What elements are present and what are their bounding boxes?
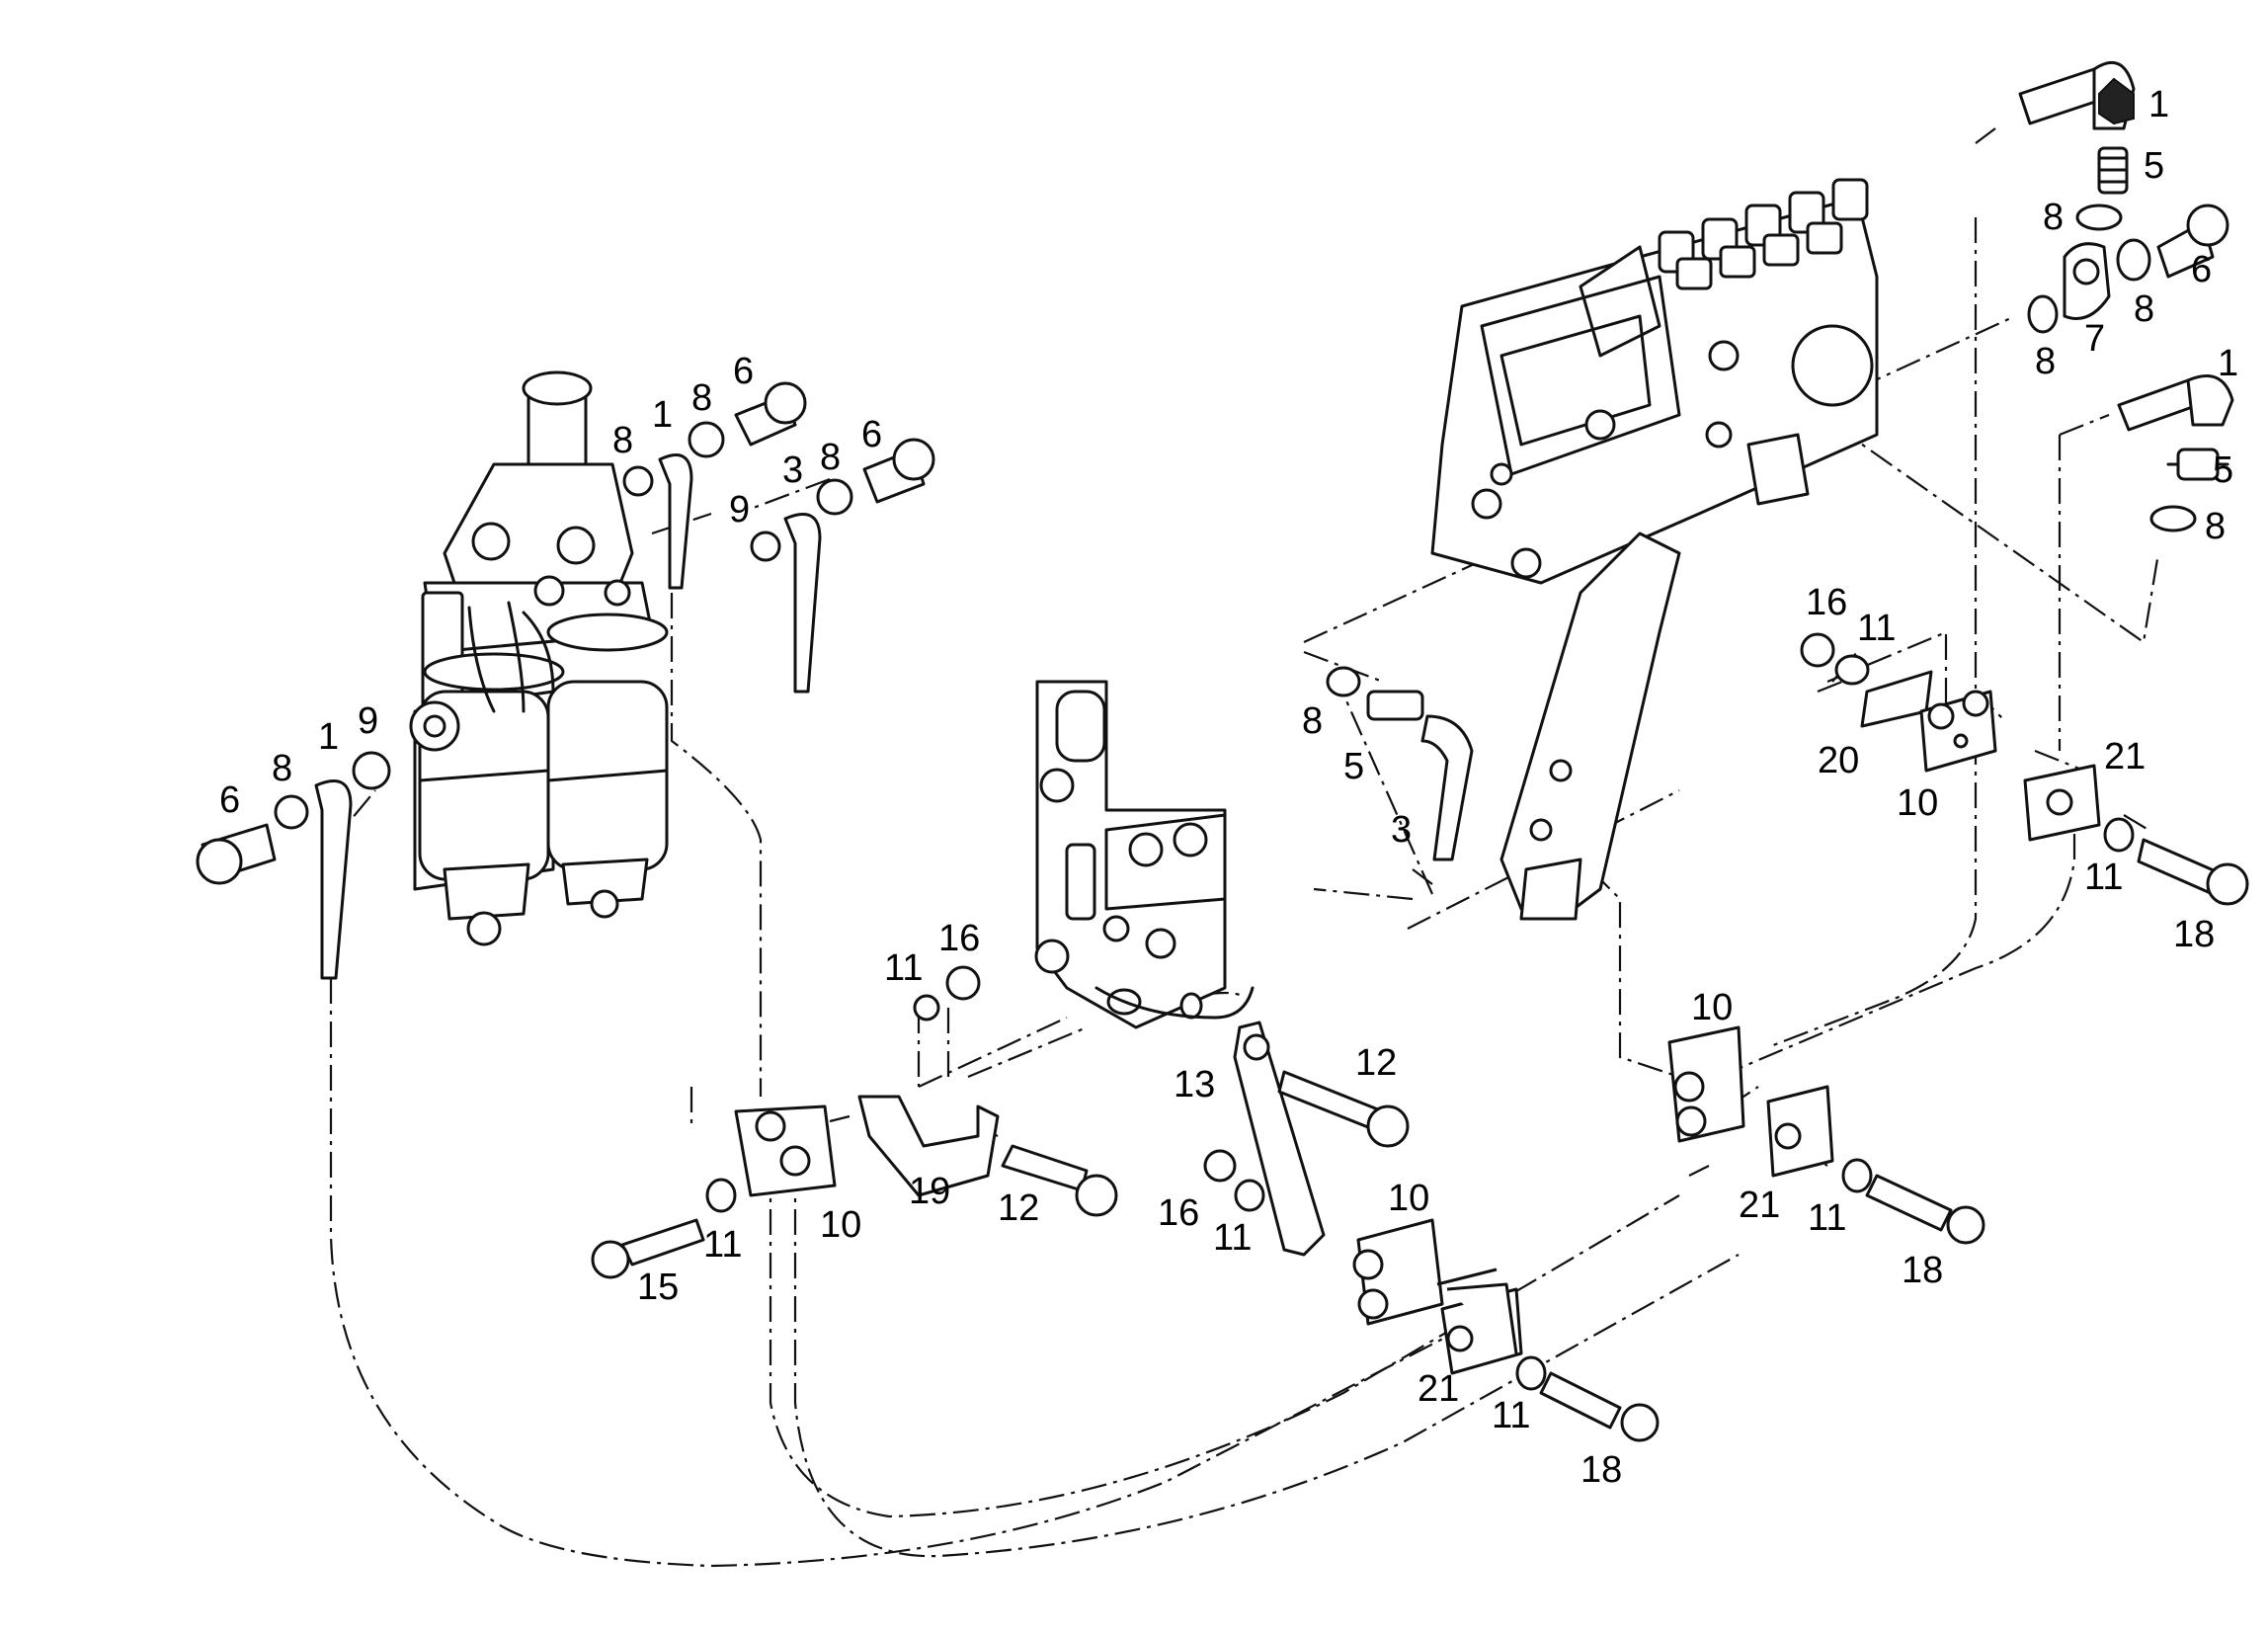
fuel-filter-assembly <box>409 370 669 946</box>
callout-12: 12 <box>998 1187 1039 1229</box>
callout-21: 21 <box>2104 736 2146 777</box>
callout-11: 11 <box>703 1224 742 1266</box>
callout-11: 11 <box>1808 1197 1846 1239</box>
callout-1: 1 <box>652 394 673 436</box>
callout-21: 21 <box>1739 1185 1780 1226</box>
callout-11: 11 <box>1213 1217 1252 1259</box>
callout-8: 8 <box>2205 506 2226 547</box>
callout-16: 16 <box>1158 1192 1199 1234</box>
callout-13: 13 <box>1174 1064 1215 1105</box>
callout-8: 8 <box>2134 288 2154 330</box>
callout-8: 8 <box>612 420 633 461</box>
callout-10: 10 <box>820 1204 861 1246</box>
callout-20: 20 <box>1818 740 1859 781</box>
callout-6: 6 <box>2191 249 2212 290</box>
callout-15: 15 <box>637 1267 679 1308</box>
callout-10: 10 <box>1388 1178 1429 1219</box>
callout-5: 5 <box>2144 145 2164 187</box>
hardware-parts <box>196 60 2249 1442</box>
engine-block-fragment <box>1034 680 1255 1029</box>
callout-6: 6 <box>219 779 240 821</box>
callout-18: 18 <box>1902 1250 1943 1291</box>
callout-9: 9 <box>358 700 378 742</box>
callout-11: 11 <box>2084 857 2123 898</box>
callout-5: 5 <box>2213 450 2233 491</box>
callout-8: 8 <box>691 377 712 419</box>
callout-8: 8 <box>2043 197 2064 238</box>
callout-8: 8 <box>2035 341 2056 382</box>
callout-labels: 1 5 8 6 8 8 7 1 5 8 8 1 8 6 9 3 8 6 6 8 … <box>219 84 2238 1491</box>
callout-3: 3 <box>782 450 803 491</box>
callout-8: 8 <box>820 437 841 478</box>
injection-pump-assembly <box>1430 178 1879 921</box>
callout-1: 1 <box>2148 84 2169 125</box>
pump-outlets <box>1658 178 1869 290</box>
callout-11: 11 <box>1492 1395 1530 1436</box>
callout-18: 18 <box>1580 1449 1622 1491</box>
callout-1: 1 <box>318 716 339 758</box>
callout-8: 8 <box>1302 700 1323 742</box>
callout-5: 5 <box>1343 746 1364 787</box>
callout-16: 16 <box>1806 582 1847 623</box>
callout-18: 18 <box>2173 914 2215 955</box>
callout-7: 7 <box>2084 318 2105 360</box>
callout-6: 6 <box>733 351 754 392</box>
pipe-routes <box>325 127 2160 1568</box>
callout-8: 8 <box>272 748 292 789</box>
callout-3: 3 <box>1391 809 1412 851</box>
callout-11: 11 <box>1857 608 1896 649</box>
callout-9: 9 <box>729 489 750 531</box>
callout-19: 19 <box>909 1171 950 1212</box>
callout-1: 1 <box>2218 343 2238 384</box>
callout-10: 10 <box>1897 782 1938 824</box>
callout-11: 11 <box>884 947 923 989</box>
callout-10: 10 <box>1691 987 1733 1028</box>
callout-12: 12 <box>1355 1042 1397 1084</box>
callout-6: 6 <box>861 414 882 455</box>
callout-16: 16 <box>938 918 980 959</box>
callout-21: 21 <box>1418 1368 1459 1410</box>
